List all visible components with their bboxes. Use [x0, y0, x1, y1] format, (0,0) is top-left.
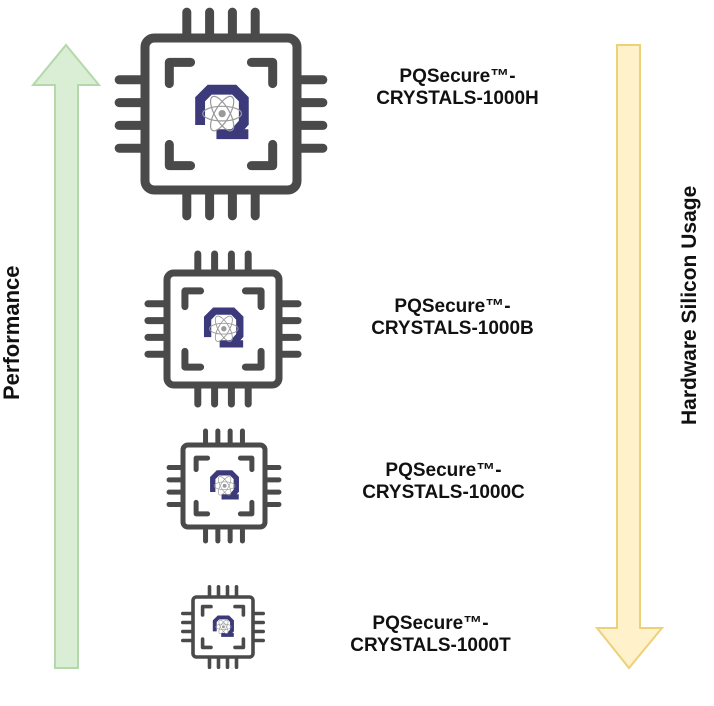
- product-model: CRYSTALS-1000C: [362, 482, 525, 504]
- product-brand: PQSecure™-: [394, 296, 511, 317]
- pqsecure-logo-icon: [212, 615, 234, 637]
- chip-pins: [144, 250, 302, 408]
- product-model: CRYSTALS-1000T: [350, 635, 511, 657]
- performance-arrow: [30, 43, 102, 669]
- chip-icon-1000h: [114, 7, 328, 221]
- product-label-1000h: PQSecure™- CRYSTALS-1000H: [350, 66, 565, 111]
- chip-icon-1000c: [166, 428, 282, 544]
- product-label-1000b: PQSecure™- CRYSTALS-1000B: [345, 296, 560, 341]
- product-brand: PQSecure™-: [372, 613, 489, 634]
- product-model: CRYSTALS-1000B: [371, 318, 534, 340]
- product-label-1000t: PQSecure™- CRYSTALS-1000T: [323, 613, 538, 658]
- chip-corner-brackets: [193, 455, 255, 517]
- atom-icon: [215, 619, 232, 634]
- product-brand: PQSecure™-: [385, 460, 502, 481]
- product-brand: PQSecure™-: [399, 66, 516, 87]
- chip-corner-brackets: [164, 57, 278, 171]
- silicon-usage-arrow: [594, 44, 665, 670]
- atom-icon: [202, 95, 243, 132]
- chip-pins: [114, 7, 328, 221]
- chip-corner-brackets: [200, 604, 246, 650]
- product-label-1000c: PQSecure™- CRYSTALS-1000C: [336, 460, 551, 505]
- product-model: CRYSTALS-1000H: [376, 88, 539, 110]
- chip-icon-1000b: [144, 250, 302, 408]
- pqsecure-logo-icon: [195, 84, 249, 140]
- chip-icon-1000t: [181, 584, 266, 670]
- pqsecure-logo-icon: [203, 307, 244, 348]
- chip-pins: [166, 428, 282, 544]
- atom-icon: [213, 476, 236, 496]
- chip-corner-brackets: [181, 287, 265, 371]
- atom-icon: [209, 315, 239, 342]
- pqsecure-logo-icon: [210, 470, 239, 500]
- chip-pins: [181, 584, 266, 670]
